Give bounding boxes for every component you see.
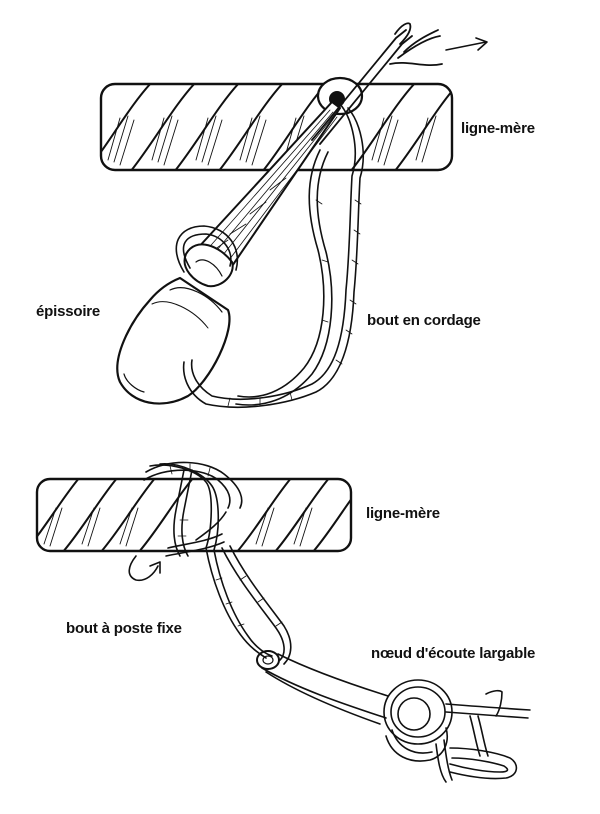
- panel-knot: [35, 461, 531, 783]
- main-rope-top: [99, 82, 454, 172]
- label-ligne-mere-bottom: ligne-mère: [366, 505, 440, 522]
- eye-loop: [256, 650, 280, 670]
- rotation-arrow-icon: [128, 555, 161, 582]
- marlinspike: [116, 101, 341, 405]
- label-epissoire: épissoire: [36, 303, 101, 320]
- label-ligne-mere-top: ligne-mère: [461, 120, 535, 137]
- panel-splicing: [99, 22, 488, 409]
- slipped-sheet-bend: [261, 653, 531, 783]
- pull-direction-arrow-icon: [445, 37, 488, 51]
- main-rope-bottom: [35, 477, 353, 553]
- rope-bout-a-poste-fixe: [205, 545, 292, 665]
- label-bout-en-cordage: bout en cordage: [367, 312, 481, 329]
- rope-end-pull: [311, 22, 443, 145]
- label-noeud-ecoute-largable: nœud d'écoute largable: [371, 645, 536, 662]
- rope-hitch: [143, 461, 243, 557]
- rope-loop-bout-en-cordage: [175, 103, 364, 409]
- label-bout-a-poste-fixe: bout à poste fixe: [66, 620, 182, 637]
